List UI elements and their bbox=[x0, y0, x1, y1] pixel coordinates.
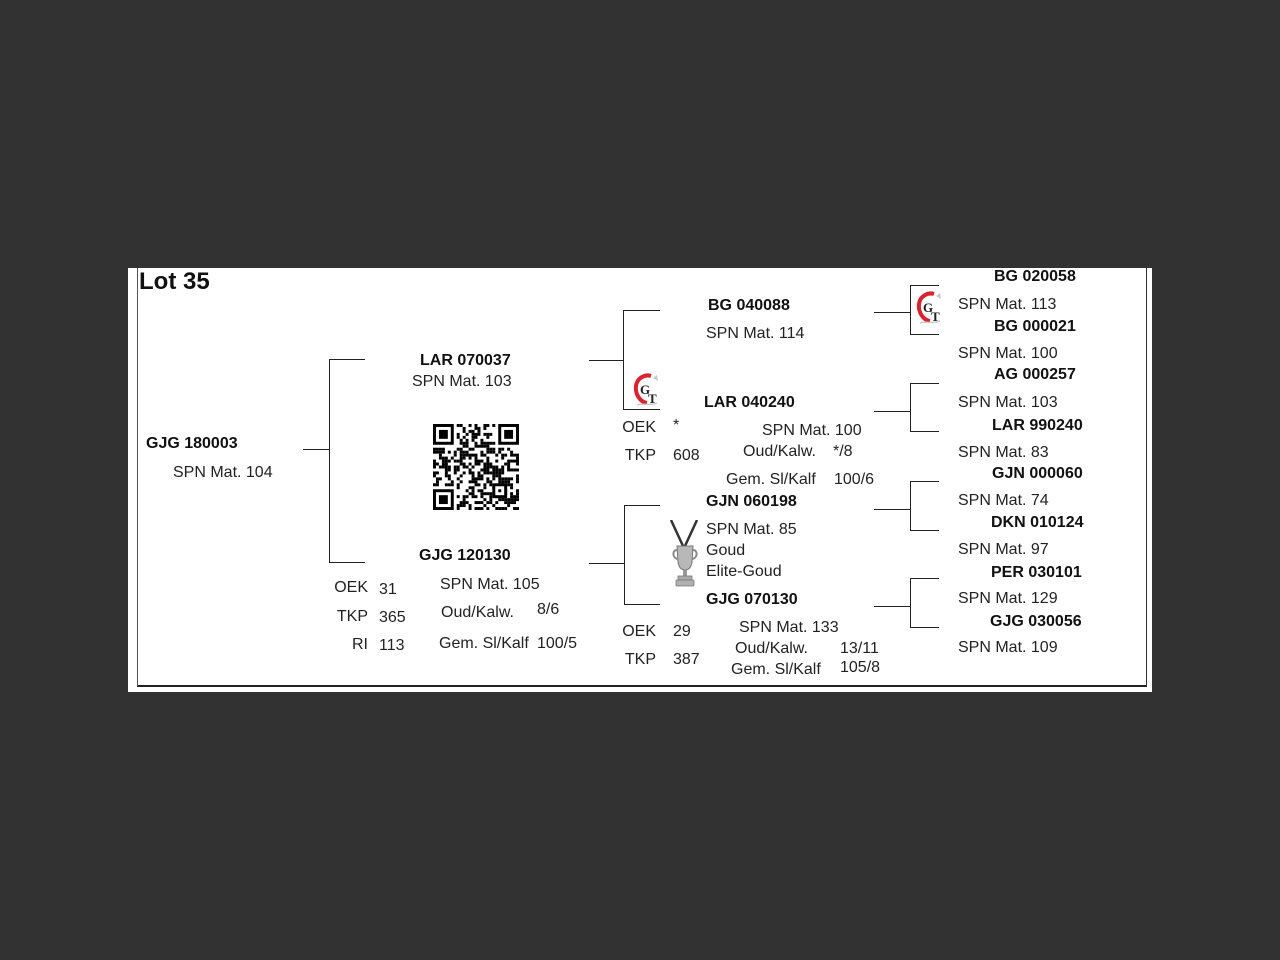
dam-gem-label: Gem. Sl/Kalf bbox=[439, 635, 529, 652]
connector-line bbox=[589, 360, 623, 361]
connector-line bbox=[329, 562, 365, 563]
sire-dam-oud-value: */8 bbox=[833, 443, 853, 460]
sire-dam-stat-value: * bbox=[673, 417, 680, 434]
ggp-spn: SPN Mat. 103 bbox=[958, 394, 1058, 411]
connector-line bbox=[874, 509, 910, 510]
connector-line bbox=[624, 505, 660, 506]
dam-sire-id: GJN 060198 bbox=[706, 493, 797, 510]
ggp-id: GJN 000060 bbox=[992, 465, 1083, 482]
ggp-id: AG 000257 bbox=[994, 366, 1076, 383]
dam-spn: SPN Mat. 105 bbox=[440, 576, 540, 593]
connector-line bbox=[910, 530, 939, 531]
ggp-spn: SPN Mat. 100 bbox=[958, 345, 1058, 362]
ggp-spn: SPN Mat. 83 bbox=[958, 444, 1049, 461]
dam-stat-label: OEK bbox=[334, 579, 368, 596]
connector-line bbox=[910, 481, 939, 482]
connector-line bbox=[623, 310, 624, 410]
connector-line bbox=[910, 481, 911, 530]
ggp-id: PER 030101 bbox=[991, 564, 1082, 581]
sire-dam-stat-label: TKP bbox=[624, 447, 656, 464]
dam-dam-stat-value: 387 bbox=[673, 651, 700, 668]
connector-line bbox=[910, 383, 939, 384]
ggp-id: DKN 010124 bbox=[991, 514, 1084, 531]
dam-stat-value: 31 bbox=[379, 581, 397, 598]
connector-line bbox=[910, 578, 911, 627]
sire-dam-id: LAR 040240 bbox=[704, 394, 795, 411]
ggp-spn: SPN Mat. 97 bbox=[958, 541, 1049, 558]
connector-line bbox=[910, 383, 911, 432]
subject-id: GJG 180003 bbox=[146, 435, 238, 452]
connector-line bbox=[910, 285, 939, 286]
connector-line bbox=[874, 411, 910, 412]
dam-dam-stat-value: 29 bbox=[673, 623, 691, 640]
gt-logo-icon: G T bbox=[633, 373, 658, 406]
qr-code-icon[interactable] bbox=[433, 424, 519, 510]
connector-line bbox=[910, 627, 939, 628]
connector-line bbox=[910, 334, 939, 335]
ggp-id: BG 020058 bbox=[994, 268, 1076, 285]
page-frame bbox=[137, 268, 1147, 687]
connector-line bbox=[589, 563, 624, 564]
dam-sire-award: Goud bbox=[706, 542, 746, 559]
connector-line bbox=[303, 449, 329, 450]
dam-stat-value: 113 bbox=[379, 637, 405, 654]
ggp-spn: SPN Mat. 129 bbox=[958, 590, 1058, 607]
connector-line bbox=[874, 312, 910, 313]
dam-dam-spn: SPN Mat. 133 bbox=[739, 619, 839, 636]
svg-text:T: T bbox=[648, 391, 657, 406]
dam-id: GJG 120130 bbox=[419, 547, 511, 564]
sire-dam-gem-label: Gem. Sl/Kalf bbox=[726, 471, 816, 488]
dam-dam-stat-label: OEK bbox=[622, 623, 656, 640]
sire-dam-oud-label: Oud/Kalw. bbox=[743, 443, 816, 460]
dam-stat-value: 365 bbox=[379, 609, 406, 626]
sire-spn: SPN Mat. 103 bbox=[412, 373, 512, 390]
pedigree-page: Lot 35 GJG 180003 SPN Mat. 104 LAR 07003… bbox=[128, 268, 1152, 692]
sire-sire-id: BG 040088 bbox=[708, 297, 790, 314]
dam-gem-value: 100/5 bbox=[537, 635, 578, 652]
gt-logo-icon: G T bbox=[916, 291, 941, 324]
ggp-spn: SPN Mat. 109 bbox=[958, 639, 1058, 656]
connector-line bbox=[623, 409, 660, 410]
sire-dam-spn: SPN Mat. 100 bbox=[762, 422, 862, 439]
connector-line bbox=[329, 359, 365, 360]
dam-stat-label: TKP bbox=[336, 608, 368, 625]
svg-text:T: T bbox=[931, 309, 940, 324]
dam-dam-oud-label: Oud/Kalw. bbox=[735, 640, 808, 657]
sire-dam-gem-value: 100/6 bbox=[834, 471, 875, 488]
connector-line bbox=[329, 359, 330, 563]
dam-stat-label: RI bbox=[352, 636, 368, 653]
dam-dam-gem-value: 105/8 bbox=[840, 659, 881, 676]
ggp-id: GJG 030056 bbox=[990, 613, 1082, 630]
svg-text:G: G bbox=[923, 300, 933, 315]
connector-line bbox=[623, 310, 660, 311]
dam-dam-id: GJG 070130 bbox=[706, 591, 798, 608]
dam-dam-oud-value: 13/11 bbox=[840, 640, 879, 657]
dam-oud-label: Oud/Kalw. bbox=[441, 604, 514, 621]
sire-sire-spn: SPN Mat. 114 bbox=[706, 325, 805, 342]
trophy-icon bbox=[669, 520, 699, 587]
connector-line bbox=[624, 604, 660, 605]
dam-dam-gem-label: Gem. Sl/Kalf bbox=[731, 661, 821, 678]
ggp-spn: SPN Mat. 74 bbox=[958, 492, 1049, 509]
ggp-spn: SPN Mat. 113 bbox=[958, 296, 1057, 313]
dam-oud-value: 8/6 bbox=[537, 601, 560, 618]
sire-dam-stat-value: 608 bbox=[673, 447, 700, 464]
dam-sire-award: Elite-Goud bbox=[706, 563, 782, 580]
sire-id: LAR 070037 bbox=[420, 352, 511, 369]
dam-sire-spn: SPN Mat. 85 bbox=[706, 521, 797, 538]
svg-text:G: G bbox=[640, 382, 650, 397]
connector-line bbox=[910, 285, 911, 335]
ggp-id: LAR 990240 bbox=[992, 417, 1083, 434]
lot-title: Lot 35 bbox=[139, 268, 210, 295]
ggp-id: BG 000021 bbox=[994, 318, 1076, 335]
connector-line bbox=[910, 431, 939, 432]
connector-line bbox=[910, 578, 939, 579]
connector-line bbox=[624, 505, 625, 605]
sire-dam-stat-label: OEK bbox=[622, 419, 656, 436]
subject-spn: SPN Mat. 104 bbox=[173, 464, 273, 481]
dam-dam-stat-label: TKP bbox=[624, 651, 656, 668]
connector-line bbox=[874, 606, 910, 607]
